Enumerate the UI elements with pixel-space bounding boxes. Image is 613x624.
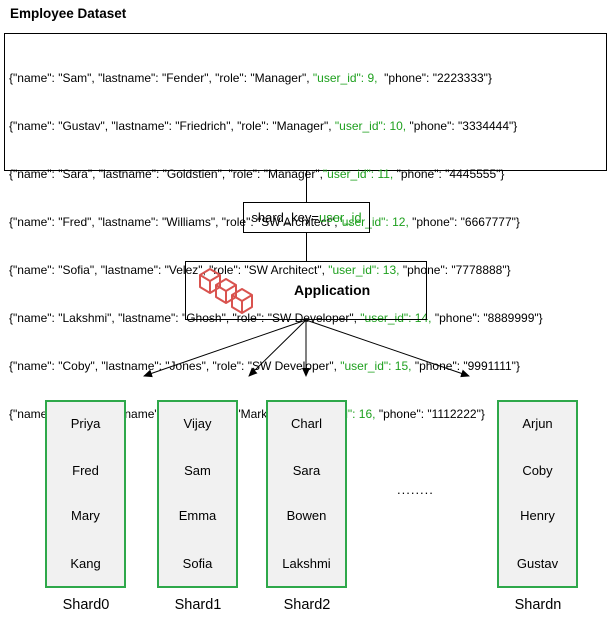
cubes-icon [196,265,262,322]
dataset-box [4,33,607,171]
shard-0-box: Priya Fred Mary Kang [45,400,126,588]
dataset-record: {"name": "Lakshmi", "lastname": "Ghosh",… [9,311,543,325]
dataset-record: {"name": "Sara", "lastname": "Goldstien"… [9,167,505,181]
shard-item: Arjun [522,416,553,431]
dataset-record: {"name": "Sofia", "lastname": "Velez", "… [9,263,511,277]
shard-2-label: Shard2 [283,597,331,613]
shard-item: Gustav [516,556,559,571]
shard-item: Emma [178,508,217,523]
shard-n-label: Shardn [514,597,562,613]
shard-key-box: shard_key=user_id [243,202,370,233]
arrow-to-shardn [305,319,470,378]
shard-n-box: Arjun Coby Henry Gustav [497,400,578,588]
application-box [185,261,427,320]
shard-item: Mary [71,508,100,523]
connector-line [306,233,307,261]
shard-item: Vijay [183,416,212,431]
shard-item: Sofia [182,556,213,571]
dataset-record: {"name": "Sam", "lastname": "Fender", "r… [9,71,492,85]
shard-item: Priya [70,416,101,431]
shard-item: Lakshmi [282,556,331,571]
shard-key-value: user_id [318,210,362,225]
dataset-record: {"name": "Gustav", "lastname": "Friedric… [9,119,518,133]
more-shards-ellipsis: ........ [397,482,434,497]
shard-item: Kang [70,556,101,571]
shard-item: Charl [290,416,323,431]
shard-item: Bowen [286,508,327,523]
shard-item: Fred [72,463,99,478]
arrow-to-shard0 [143,319,307,378]
connector-line [306,171,307,202]
shard-key-label: shard_key= [251,210,319,225]
shard-2-box: Charl Sara Bowen Lakshmi [266,400,347,588]
shard-0-label: Shard0 [62,597,110,613]
shard-item: Coby [522,463,553,478]
shard-1-label: Shard1 [174,597,222,613]
shard-1-box: Vijay Sam Emma Sofia [157,400,238,588]
diagram-title: Employee Dataset [10,6,127,21]
shard-item: Henry [520,508,555,523]
shard-item: Sara [292,463,321,478]
shard-item: Sam [184,463,211,478]
dataset-record: {"name": "Fred", "lastname": "Williams",… [9,215,520,229]
arrow-to-shard1 [248,319,307,377]
application-label: Application [294,282,371,298]
